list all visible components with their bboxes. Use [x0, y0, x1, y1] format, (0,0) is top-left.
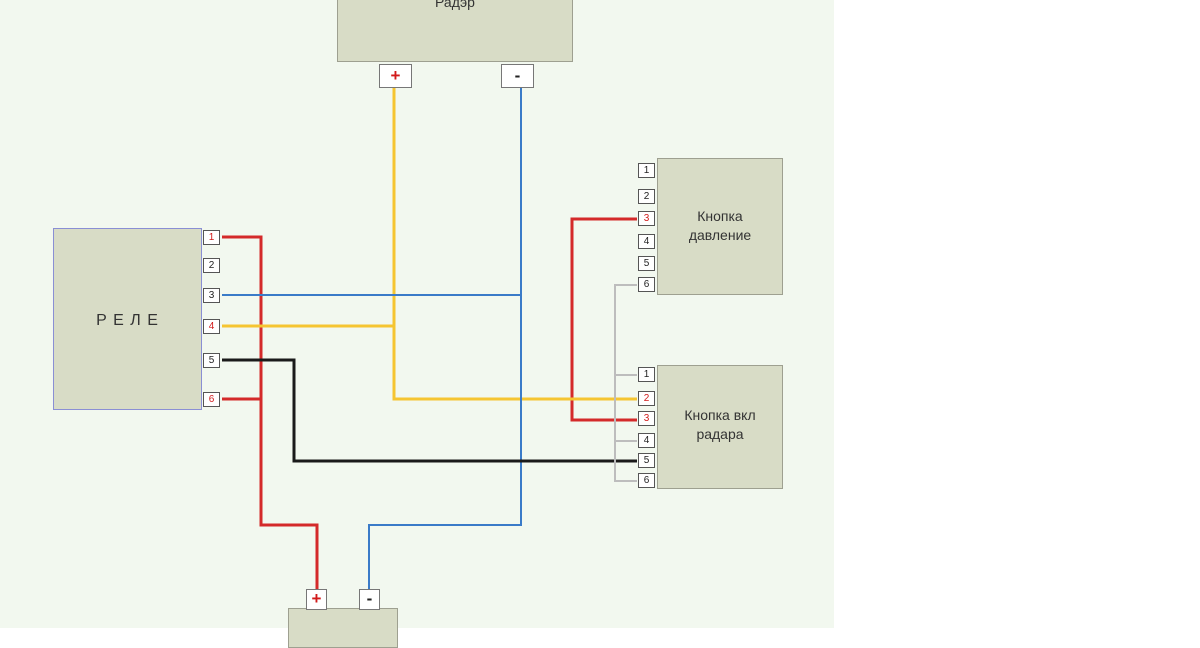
black-wire-relay-pin5: [222, 358, 637, 463]
red-wire-relay-battery: [222, 235, 319, 590]
pressure-button-pin-5: 5: [638, 256, 655, 271]
battery-minus-terminal: -: [359, 589, 380, 610]
blue-wire-radar-minus: [368, 88, 522, 590]
pressure-button-pin-3: 3: [638, 211, 655, 226]
relay-block: Р Е Л Е: [53, 228, 202, 410]
radar-button-pin-4: 4: [638, 433, 655, 448]
pressure-button-block: Кнопка давление: [657, 158, 783, 295]
wires-layer: [222, 88, 637, 590]
pressure-button-pin-1: 1: [638, 163, 655, 178]
radar-button-pin-2: 2: [638, 391, 655, 406]
radar-button-block: Кнопка вкл радара: [657, 365, 783, 489]
wiring-diagram: Радэр + - Р Е Л Е 1 2 3 4 5 6 Кнопка дав…: [0, 0, 834, 648]
relay-pin-2: 2: [203, 258, 220, 273]
relay-pin-1: 1: [203, 230, 220, 245]
relay-pin-5: 5: [203, 353, 220, 368]
relay-label: Р Е Л Е: [96, 312, 159, 329]
radar-button-pin-5: 5: [638, 453, 655, 468]
relay-pin-3: 3: [203, 288, 220, 303]
pressure-button-pin-4: 4: [638, 234, 655, 249]
radar-block: Радэр: [337, 0, 573, 62]
battery-block: [288, 608, 398, 648]
radar-button-pin-6: 6: [638, 473, 655, 488]
relay-pin-4: 4: [203, 319, 220, 334]
radar-button-pin-3: 3: [638, 411, 655, 426]
radar-button-label: Кнопка вкл радара: [684, 407, 756, 442]
radar-button-pin-1: 1: [638, 367, 655, 382]
pressure-button-label: Кнопка давление: [688, 208, 752, 243]
yellow-wire-radar-plus: [392, 88, 637, 401]
relay-pin-6: 6: [203, 392, 220, 407]
radar-label: Радэр: [435, 0, 475, 10]
radar-plus-terminal: +: [379, 64, 412, 88]
radar-minus-terminal: -: [501, 64, 534, 88]
pressure-button-pin-6: 6: [638, 277, 655, 292]
battery-plus-terminal: +: [306, 589, 327, 610]
gray-wire-common: [614, 284, 637, 482]
pressure-button-pin-2: 2: [638, 189, 655, 204]
red-wire-buttons: [570, 217, 637, 422]
